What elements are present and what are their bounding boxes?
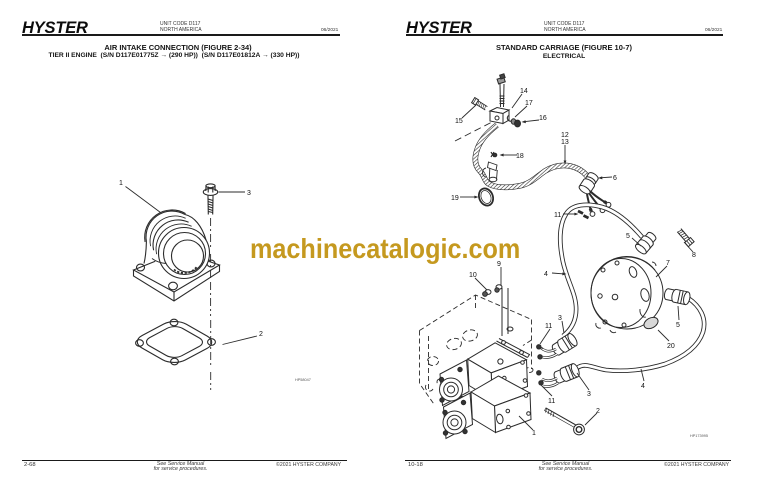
svg-text:4: 4: [641, 383, 645, 390]
svg-text:10: 10: [469, 272, 477, 279]
svg-text:1: 1: [119, 180, 123, 187]
svg-text:13: 13: [561, 139, 569, 146]
svg-text:3: 3: [587, 391, 591, 398]
svg-text:2: 2: [259, 331, 263, 338]
svg-text:12: 12: [561, 132, 569, 139]
svg-text:1: 1: [532, 430, 536, 437]
svg-text:16: 16: [539, 115, 547, 122]
svg-text:20: 20: [667, 343, 675, 350]
svg-text:11: 11: [554, 212, 561, 219]
svg-text:2: 2: [596, 408, 600, 415]
svg-text:11: 11: [548, 398, 555, 405]
svg-text:6: 6: [613, 175, 617, 182]
svg-text:14: 14: [520, 88, 528, 95]
svg-text:18: 18: [516, 153, 524, 160]
svg-text:3: 3: [558, 315, 562, 322]
svg-text:5: 5: [626, 233, 630, 240]
svg-text:19: 19: [451, 195, 459, 202]
svg-text:8: 8: [692, 252, 696, 259]
svg-text:15: 15: [455, 118, 463, 125]
svg-text:5: 5: [676, 322, 680, 329]
svg-text:HP173995: HP173995: [690, 434, 708, 438]
svg-text:17: 17: [525, 100, 533, 107]
svg-text:3: 3: [247, 190, 251, 197]
svg-text:4: 4: [544, 271, 548, 278]
svg-text:9: 9: [497, 261, 501, 268]
svg-text:HP58047: HP58047: [295, 378, 311, 382]
svg-text:7: 7: [666, 260, 670, 267]
svg-text:11: 11: [545, 323, 552, 330]
